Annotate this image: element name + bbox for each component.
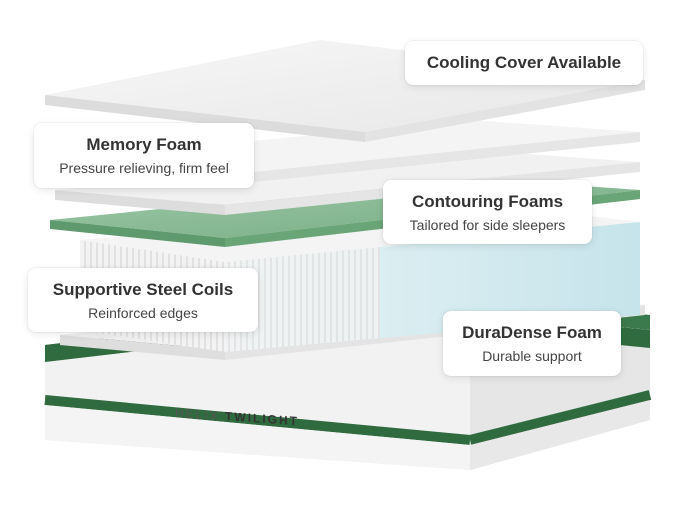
callout-subtitle: Reinforced edges [88,305,198,321]
callout-contouring-foams: Contouring Foams Tailored for side sleep… [383,180,592,244]
callout-title: Memory Foam [86,135,202,154]
callout-subtitle: Durable support [482,348,582,364]
callout-steel-coils: Supportive Steel Coils Reinforced edges [28,268,258,332]
callout-title: Cooling Cover Available [426,53,622,72]
callout-subtitle: Pressure relieving, firm feel [59,160,229,176]
callout-subtitle: Tailored for side sleepers [409,217,566,233]
callout-title: DuraDense Foam [462,323,602,342]
callout-title: Contouring Foams [411,192,564,211]
callout-duradense-foam: DuraDense Foam Durable support [443,311,621,376]
callout-memory-foam: Memory Foam Pressure relieving, firm fee… [34,123,254,188]
callout-title: Supportive Steel Coils [52,280,234,299]
callout-cooling-cover: Cooling Cover Available [405,41,643,85]
